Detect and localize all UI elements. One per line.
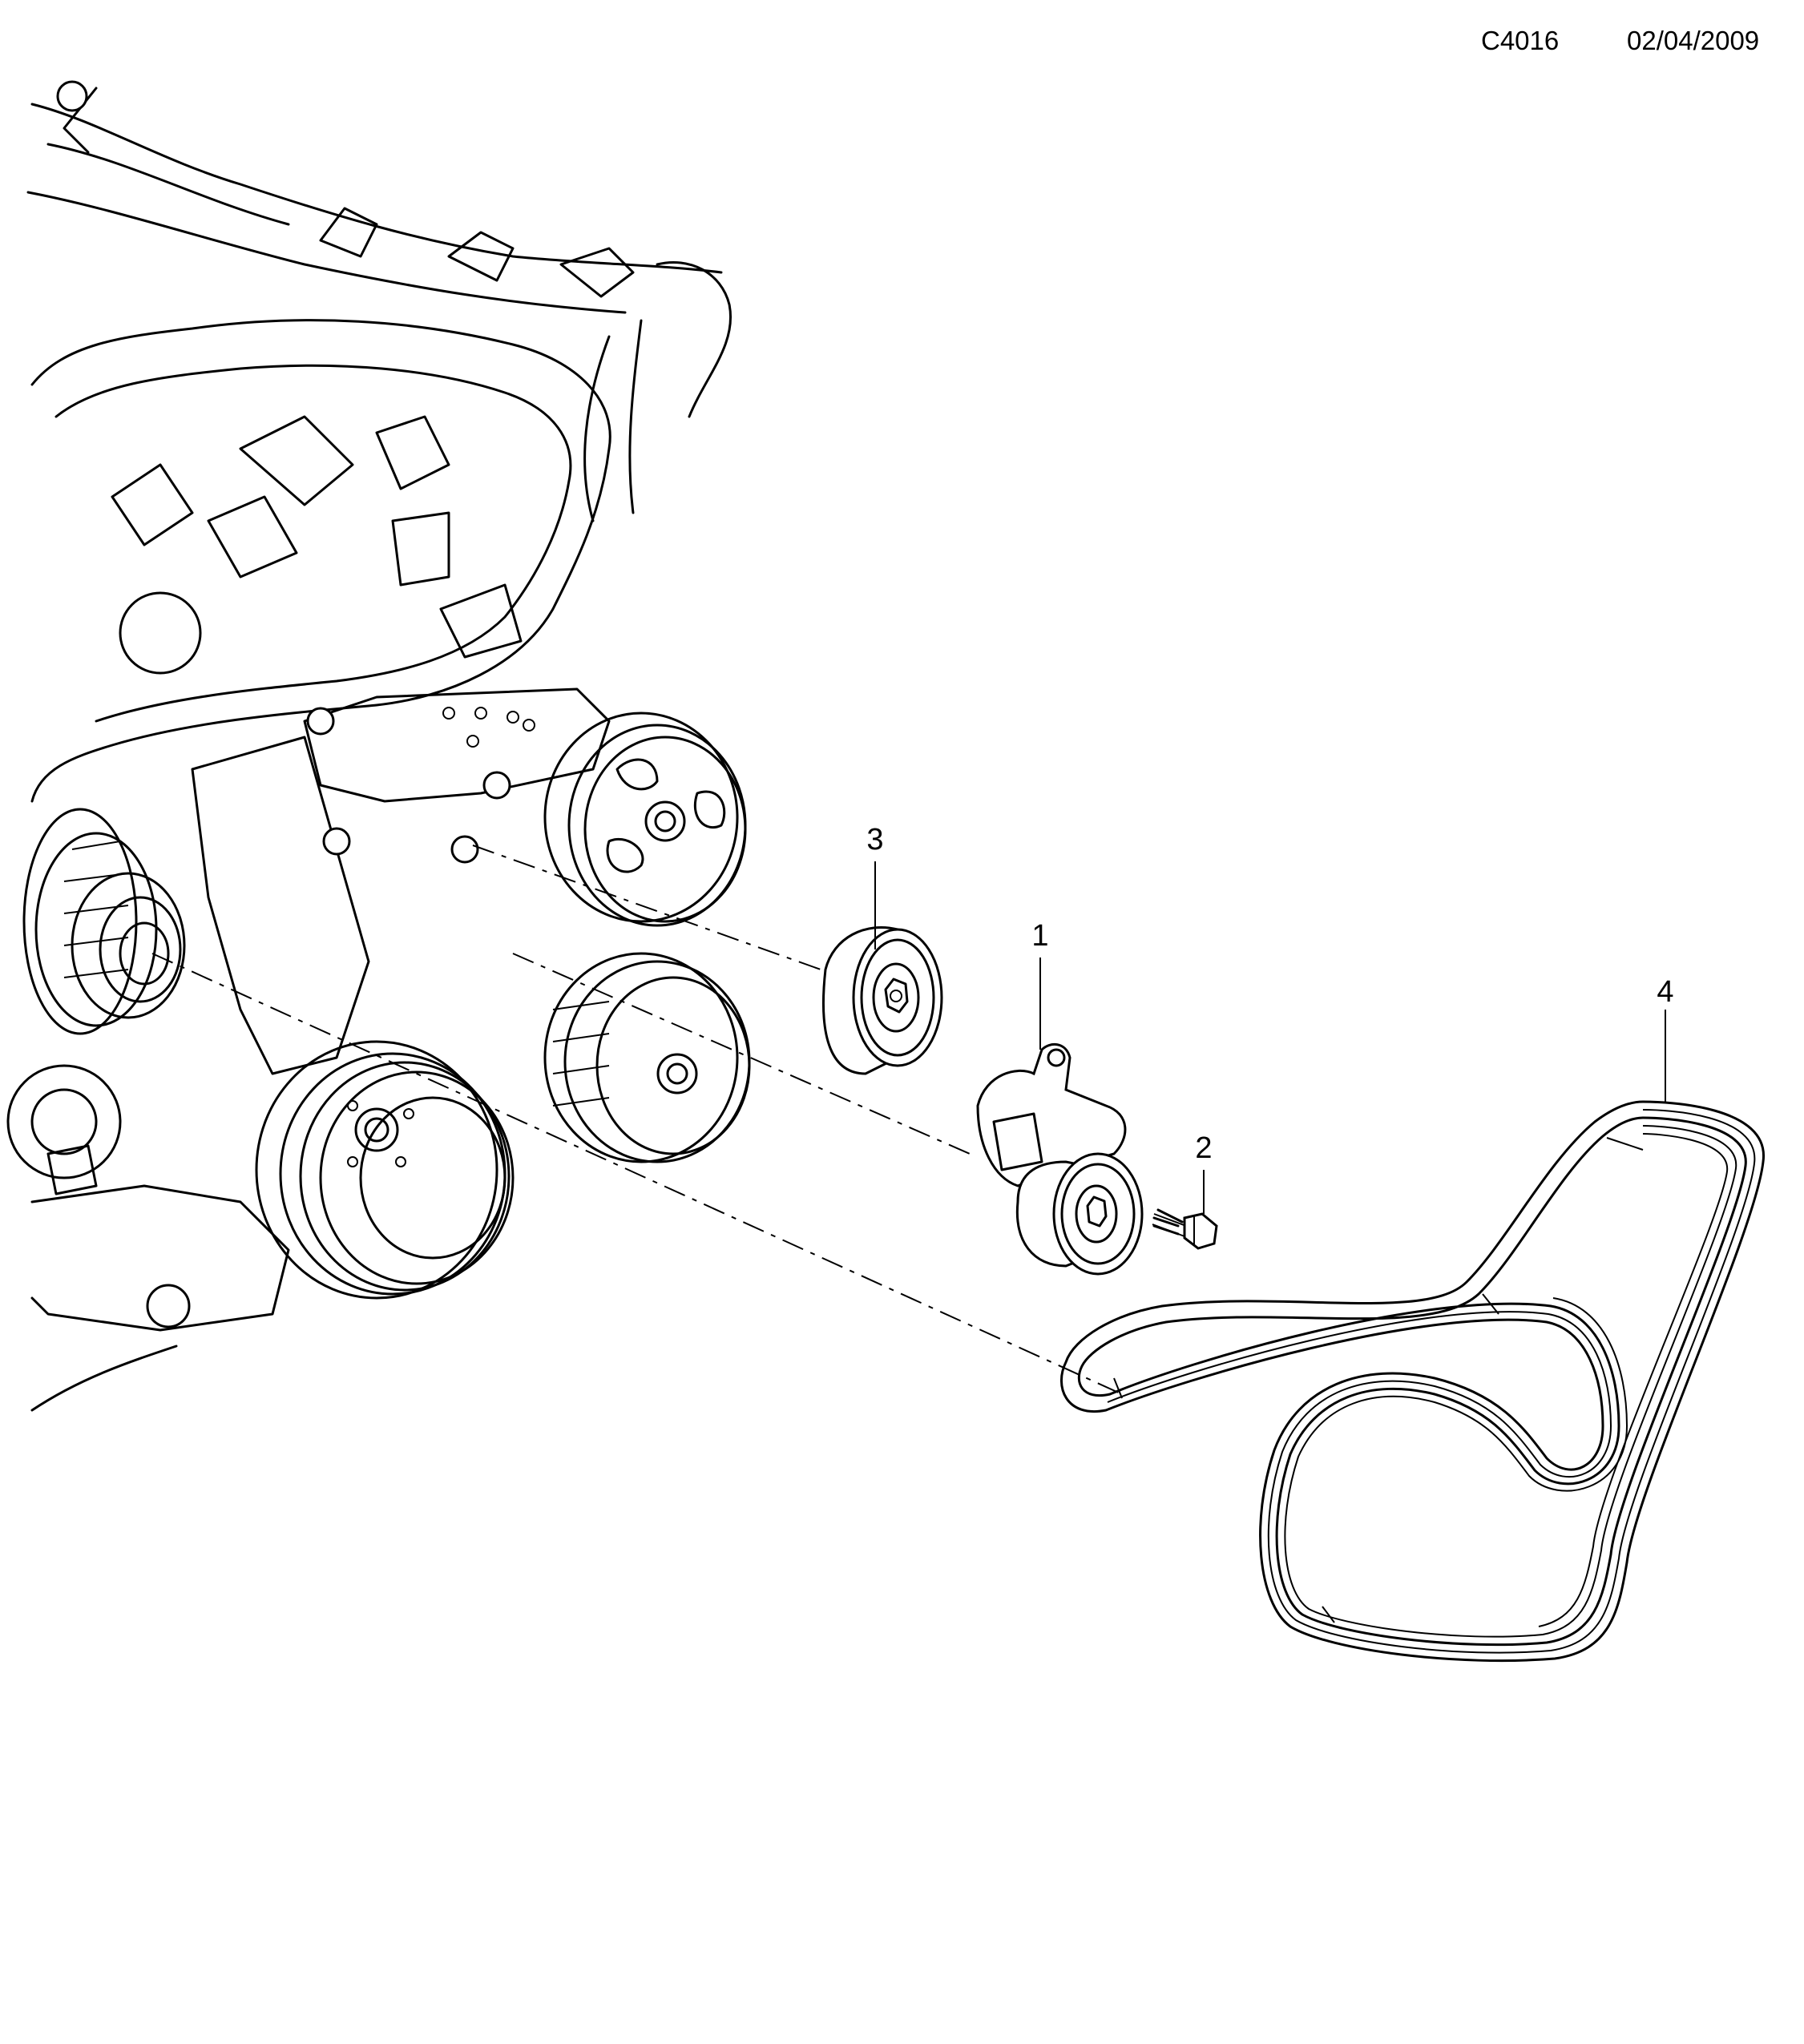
- callout-leaders: [874, 861, 1666, 1214]
- serpentine-belt: [1059, 1100, 1765, 1663]
- assembly-lines: [151, 845, 1123, 1395]
- callout-2: 2: [1195, 1131, 1212, 1165]
- callout-4: 4: [1657, 975, 1673, 1009]
- alternator: [22, 808, 186, 1035]
- callout-1: 1: [1031, 919, 1048, 953]
- crankshaft-pulley: [255, 1040, 515, 1300]
- power-steering-pulley: [543, 712, 747, 927]
- belt-tensioner: [976, 1042, 1144, 1276]
- diagram-code: C4016: [1481, 26, 1560, 55]
- ac-compressor-pulley: [543, 952, 751, 1163]
- engine-assembly: [6, 80, 751, 1412]
- idler-pulley: [822, 925, 943, 1075]
- callout-3: 3: [866, 823, 883, 857]
- tensioner-bolt: [1152, 1208, 1218, 1250]
- diagram-date: 02/04/2009: [1627, 26, 1760, 55]
